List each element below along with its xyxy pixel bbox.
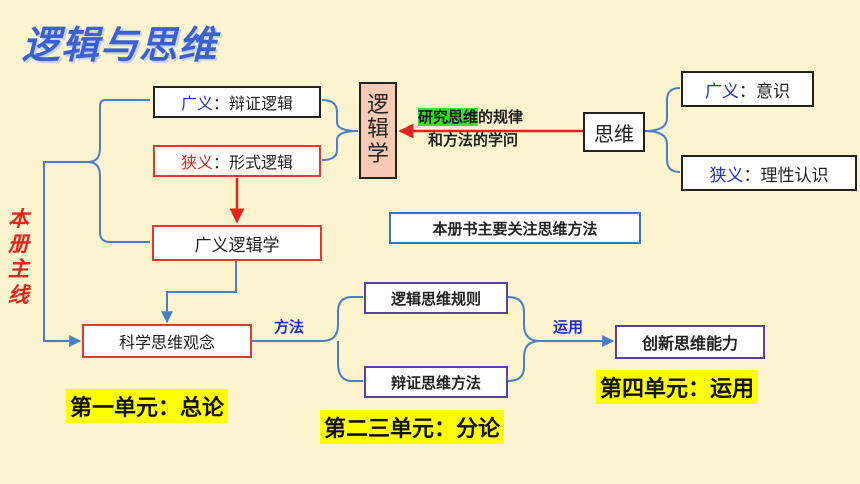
broad-logic-science-text: 广义逻辑学: [194, 235, 280, 256]
sci-concept-text: 科学思维观念: [118, 333, 215, 352]
method-label: 方法: [274, 318, 305, 336]
logic-brace: [321, 99, 359, 161]
use-label: 运用: [553, 318, 584, 336]
unit23-label: 第二三单元：分论: [320, 410, 505, 444]
thinking-text: 思维: [594, 121, 634, 146]
narrow-text: 形式逻辑: [229, 153, 294, 172]
logic-char: 辑: [366, 117, 389, 143]
focus-note-text: 本册书主要关注思维方法: [432, 219, 598, 238]
definition-line-2: 和方法的学问: [428, 131, 519, 149]
unit1-label: 第一单元：总论: [66, 389, 229, 423]
definition-text: 研究思维的规律 和方法的学问: [418, 106, 523, 152]
main-line-link: [43, 161, 88, 347]
logic-science-box: 逻 辑 学: [359, 82, 397, 179]
main-line-char: 主: [8, 256, 29, 282]
logic-to-concept: [161, 260, 237, 324]
thinking-narrow-colon: ：: [743, 165, 761, 186]
thinking-broad-text: 意识: [756, 81, 790, 102]
dialectic-method-text: 辩证思维方法: [390, 373, 481, 392]
thinking-broad-label: 广义: [705, 81, 739, 102]
thinking-narrow-box: 狭义 ： 理性认识: [681, 155, 857, 191]
unit4-label: 第四单元：运用: [596, 370, 759, 404]
thinking-narrow-label: 狭义: [709, 165, 744, 186]
main-bracket: [87, 99, 150, 243]
dialectic-method-box: 辩证思维方法: [364, 366, 508, 398]
broad-text: 辩证逻辑: [229, 94, 294, 113]
narrow-colon: ：: [212, 153, 229, 172]
main-line-char: 册: [8, 231, 29, 257]
innovation-text: 创新思维能力: [641, 334, 738, 353]
main-line-char: 本: [8, 206, 29, 231]
innovation-box: 创新思维能力: [615, 325, 765, 359]
definition-rest: 的规律: [478, 108, 524, 126]
narrow-label: 狭义: [180, 153, 213, 172]
logic-char: 学: [366, 141, 389, 167]
thinking-narrow-text: 理性认识: [760, 165, 829, 186]
broad-colon: ：: [212, 94, 229, 113]
definition-highlight: 研究思维: [418, 108, 479, 126]
focus-note-box: 本册书主要关注思维方法: [389, 212, 641, 244]
rules-box: 逻辑思维规则: [364, 282, 508, 314]
sci-concept-box: 科学思维观念: [82, 324, 252, 358]
definition-line-1: 研究思维的规律: [418, 106, 523, 129]
use-brace: [507, 296, 613, 382]
broad-label: 广义: [180, 94, 213, 113]
logic-char: 逻: [366, 92, 389, 118]
main-line-label: 本 册 主 线: [8, 206, 29, 307]
method-brace: [252, 296, 363, 382]
thinking-broad-colon: ：: [739, 81, 756, 102]
narrow-logic-box: 狭义 ： 形式逻辑: [153, 145, 321, 177]
thinking-broad-box: 广义 ： 意识: [681, 71, 814, 107]
page-title: 逻辑与思维: [22, 23, 218, 67]
main-line-char: 线: [8, 281, 29, 307]
broad-logic-box: 广义 ： 辩证逻辑: [153, 86, 321, 118]
thinking-brace: [644, 87, 681, 173]
rules-text: 逻辑思维规则: [390, 289, 481, 308]
thinking-box: 思维: [583, 112, 645, 152]
broad-logic-science-box: 广义逻辑学: [152, 225, 322, 261]
